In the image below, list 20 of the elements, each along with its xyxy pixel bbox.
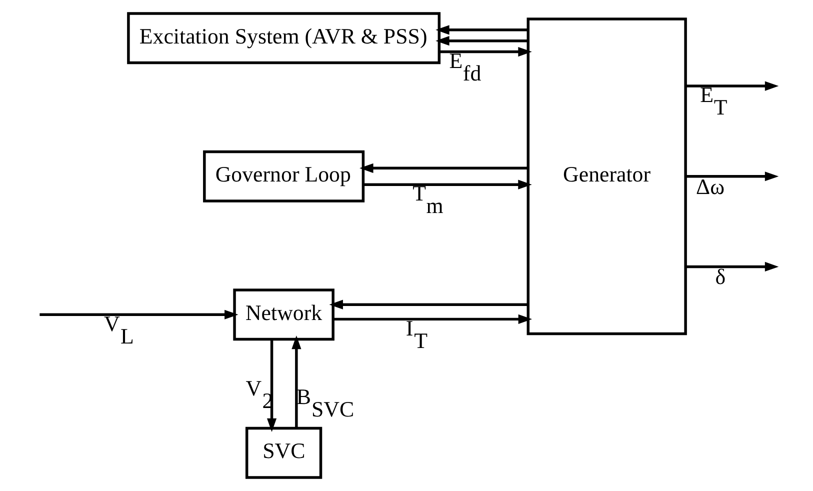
- arrow: [39, 310, 238, 320]
- arrow: [359, 163, 528, 173]
- arrow: [362, 180, 532, 190]
- arrow: [686, 81, 778, 91]
- edge-label: δ: [714, 264, 726, 290]
- node-box: SVC: [244, 426, 322, 479]
- node-box: Network: [232, 288, 334, 341]
- arrow: [686, 262, 778, 272]
- arrow: [332, 314, 532, 324]
- edge-label: Δω: [696, 174, 724, 199]
- arrow: [438, 47, 532, 57]
- node-box: Excitation System (AVR & PSS): [126, 12, 440, 64]
- arrow: [435, 25, 528, 35]
- arrow: [266, 339, 276, 432]
- arrow: [328, 300, 528, 310]
- arrow: [435, 36, 528, 46]
- arrow: [291, 335, 301, 428]
- node-box: Governor Loop: [202, 150, 364, 202]
- arrow: [686, 172, 778, 182]
- node-box: Generator: [526, 18, 686, 336]
